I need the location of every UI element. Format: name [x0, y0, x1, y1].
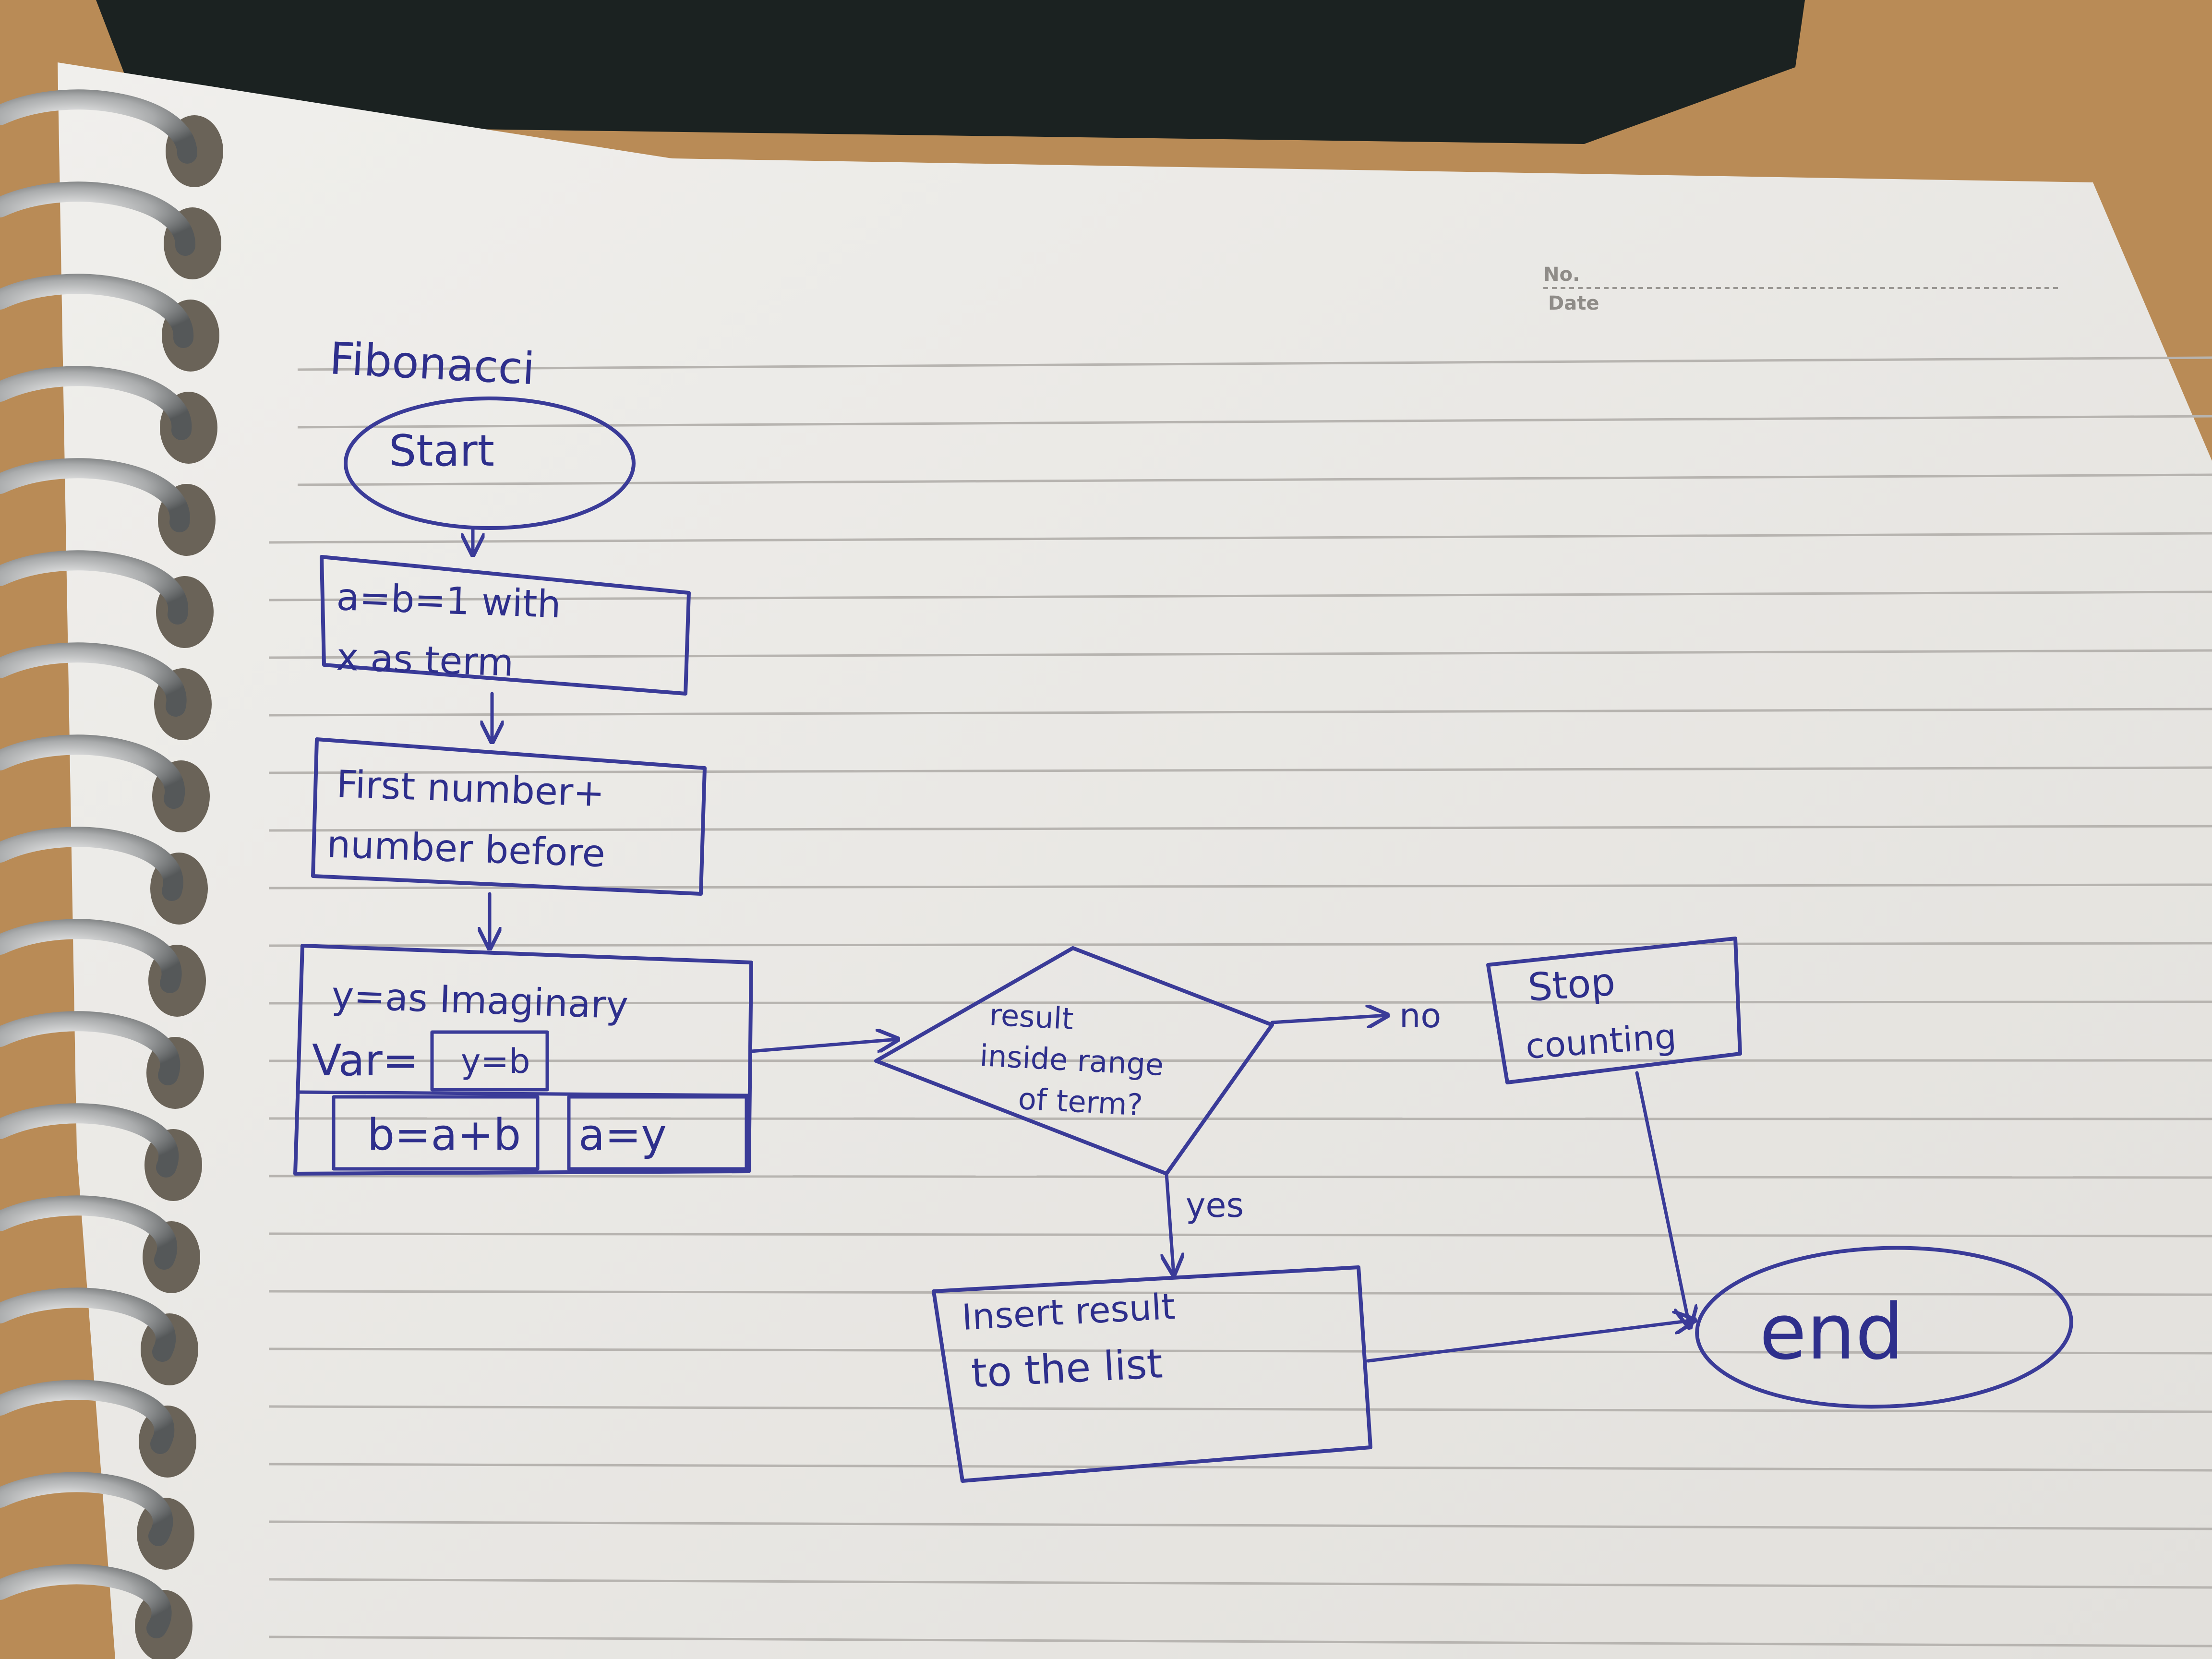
binding-ring — [0, 827, 183, 901]
decision-line-1: result — [988, 997, 1074, 1036]
init-node — [320, 555, 691, 696]
ruled-line — [297, 473, 2212, 486]
ruled-line — [268, 1520, 2212, 1530]
spiral-binding — [0, 89, 223, 1659]
ruled-line — [268, 1405, 2212, 1413]
binding-ring — [0, 919, 182, 993]
loop-divider — [296, 1090, 752, 1097]
binder-cover — [96, 0, 1805, 144]
ruled-line — [268, 1578, 2212, 1589]
binding-ring — [0, 1380, 175, 1454]
ruled-line — [268, 1059, 2212, 1062]
decision-line-3: of term? — [1017, 1081, 1143, 1122]
ruled-line — [297, 415, 2212, 429]
binding-ring — [0, 734, 185, 809]
binding-ring — [0, 181, 195, 256]
sum-node — [311, 737, 707, 896]
binding-ring — [0, 1472, 173, 1546]
ruled-line — [268, 766, 2212, 774]
edge-no-label: no — [1399, 996, 1441, 1035]
page-date-label: Date — [1548, 292, 1599, 314]
start-node — [344, 397, 636, 530]
edge-insert-to-end — [1366, 1320, 1695, 1363]
binding-ring — [0, 1195, 178, 1270]
notebook-page — [58, 62, 2212, 1659]
loop-node — [293, 944, 753, 1176]
edge-stop-to-end — [1635, 1071, 1690, 1327]
ruled-line — [268, 1000, 2212, 1005]
loop-a-assign-box — [567, 1095, 748, 1171]
ruled-line — [268, 590, 2212, 601]
edge-decision-to-stop — [1270, 1015, 1387, 1022]
ruled-line — [268, 1635, 2212, 1647]
insert-node — [932, 1265, 1372, 1483]
ruled-line — [268, 1347, 2212, 1355]
ruled-line — [268, 1290, 2212, 1296]
ruled-line — [297, 356, 2212, 371]
loop-var-box — [430, 1030, 549, 1092]
loop-b-assign: b=a+b — [367, 1110, 521, 1160]
binding-ring — [0, 642, 187, 717]
init-line-1: a=b=1 with — [336, 576, 562, 626]
binding-ring — [0, 458, 190, 532]
loop-b-assign-box — [332, 1095, 540, 1171]
ruled-line — [268, 1232, 2212, 1238]
diagram-title: Fibonacci — [328, 333, 536, 395]
binding-ring — [0, 1103, 179, 1178]
insert-line-2: to the list — [970, 1340, 1164, 1397]
stop-node — [1486, 937, 1742, 1084]
ruled-line — [268, 532, 2212, 544]
stop-line-1: Stop — [1527, 959, 1617, 1010]
loop-var-label: Var= — [312, 1035, 419, 1086]
edge-loop-to-decision — [749, 1039, 898, 1053]
binding-ring — [0, 1011, 180, 1085]
ruled-line — [268, 1463, 2212, 1472]
end-node — [1695, 1246, 2073, 1409]
ruled-line — [268, 1117, 2212, 1120]
ruled-line — [268, 942, 2212, 947]
sum-line-2: number before — [326, 823, 606, 876]
ruled-line — [268, 708, 2212, 717]
loop-a-assign: a=y — [578, 1110, 667, 1160]
sum-line-1: First number+ — [336, 763, 605, 815]
binding-ring — [0, 274, 194, 348]
start-label: Start — [389, 426, 494, 476]
binding-ring — [0, 89, 197, 164]
ruled-lines — [268, 356, 2212, 1647]
ruled-line — [268, 825, 2212, 832]
edge-yes-label: yes — [1186, 1186, 1244, 1225]
binding-ring — [0, 366, 192, 440]
ruled-line — [268, 1175, 2212, 1179]
binding-ring — [0, 1287, 176, 1362]
loop-var-value: y=b — [461, 1042, 530, 1081]
binding-ring — [0, 1564, 172, 1638]
page-number-label: No. — [1543, 264, 1580, 286]
init-line-2: x as term — [336, 636, 514, 685]
loop-line-1: y=as Imaginary — [331, 974, 629, 1028]
binding-ring — [0, 550, 189, 625]
ruled-line — [268, 649, 2212, 659]
end-label: end — [1759, 1287, 1904, 1377]
edge-decision-to-insert — [1166, 1172, 1174, 1274]
